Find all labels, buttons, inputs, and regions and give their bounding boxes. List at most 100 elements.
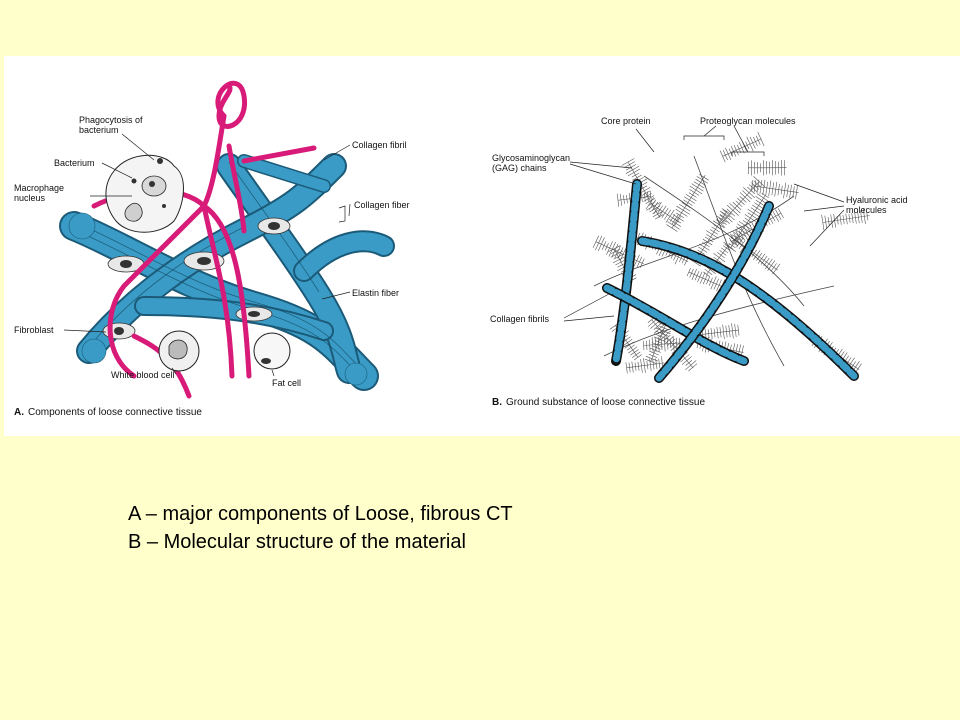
gag-chain bbox=[649, 199, 656, 210]
gag-chain bbox=[652, 209, 660, 214]
proteoglycan-core bbox=[627, 161, 660, 218]
gag-chain bbox=[672, 335, 675, 351]
gag-chain bbox=[732, 201, 742, 210]
gag-chain bbox=[734, 323, 737, 338]
macrophage bbox=[105, 154, 184, 233]
gag-chain bbox=[625, 164, 637, 171]
gag-chain bbox=[659, 325, 670, 331]
gag-chain bbox=[833, 213, 836, 228]
gag-chain bbox=[663, 336, 666, 352]
gag-chain bbox=[652, 345, 661, 350]
label-macrophage-line2: nucleus bbox=[14, 193, 46, 203]
gag-chain bbox=[643, 193, 652, 199]
gag-chain bbox=[657, 336, 660, 353]
gag-chain bbox=[848, 214, 851, 223]
gag-chain bbox=[666, 224, 678, 232]
gag-chain bbox=[672, 214, 684, 222]
gag-chain bbox=[669, 219, 682, 227]
gag-chain bbox=[645, 197, 655, 210]
gag-chain bbox=[631, 172, 640, 178]
gag-chain bbox=[649, 190, 652, 203]
gag-chain bbox=[654, 340, 663, 344]
gag-chain bbox=[675, 212, 684, 218]
label-hyaluronic-line1: Hyaluronic acid bbox=[846, 195, 908, 205]
gag-chain bbox=[730, 145, 737, 157]
caption-line-a: A – major components of Loose, fibrous C… bbox=[128, 503, 513, 525]
gag-chain bbox=[641, 192, 643, 202]
label-proteoglycan: Proteoglycan molecules bbox=[700, 116, 796, 126]
gag-chain bbox=[772, 263, 781, 275]
gag-chain bbox=[723, 245, 730, 251]
gag-chain bbox=[636, 256, 643, 267]
gag-chain bbox=[699, 174, 709, 181]
gag-chain bbox=[644, 358, 657, 365]
gag-chain bbox=[750, 180, 754, 192]
gag-chain bbox=[751, 249, 757, 257]
gag-chain bbox=[606, 241, 613, 255]
gag-chain bbox=[860, 210, 863, 223]
gag-chain bbox=[722, 150, 728, 161]
gag-chain bbox=[706, 230, 719, 239]
gag-chain bbox=[821, 214, 825, 231]
gag-chain bbox=[619, 247, 627, 262]
gag-chain bbox=[663, 334, 671, 341]
gag-chain bbox=[655, 330, 669, 337]
gag-chain bbox=[664, 209, 672, 220]
gag-chain bbox=[748, 184, 758, 193]
gag-chain bbox=[695, 178, 707, 186]
panel-b-caption-text: Ground substance of loose connective tis… bbox=[506, 397, 705, 408]
gag-chain bbox=[617, 247, 624, 259]
gag-chain bbox=[760, 255, 768, 265]
gag-chain bbox=[709, 229, 718, 235]
gag-chain bbox=[653, 201, 662, 215]
gag-chain bbox=[652, 211, 663, 218]
gag-chain bbox=[716, 326, 719, 339]
proteoglycan-core bbox=[693, 329, 739, 336]
gag-chain bbox=[694, 270, 700, 281]
label-bacterium: Bacterium bbox=[54, 158, 95, 168]
gag-chain bbox=[619, 193, 622, 206]
gag-chain bbox=[780, 185, 783, 195]
gag-chain bbox=[839, 214, 842, 225]
label-fat-cell: Fat cell bbox=[272, 378, 301, 388]
gag-chain bbox=[626, 195, 628, 204]
gag-chain bbox=[770, 263, 777, 272]
gag-chain bbox=[755, 135, 761, 145]
gag-chain bbox=[703, 271, 711, 278]
gag-chain bbox=[671, 214, 679, 225]
gag-chain bbox=[746, 136, 754, 152]
gag-chain bbox=[710, 276, 717, 290]
gag-chain bbox=[691, 268, 697, 281]
gag-chain bbox=[592, 235, 599, 248]
gag-chain bbox=[624, 161, 635, 168]
gag-chain bbox=[721, 247, 729, 254]
gag-chain bbox=[627, 344, 635, 351]
gag-chain bbox=[745, 141, 750, 149]
gag-chain bbox=[721, 211, 733, 223]
elastin-fibers bbox=[91, 80, 317, 399]
gag-chain bbox=[729, 203, 741, 214]
gag-chain bbox=[670, 342, 680, 351]
gag-chain bbox=[689, 189, 700, 196]
gag-chain bbox=[762, 179, 766, 196]
gag-chain bbox=[710, 328, 713, 339]
gag-chain bbox=[722, 209, 735, 221]
gag-chain bbox=[734, 229, 746, 237]
gag-chain bbox=[631, 351, 641, 358]
slide-caption: A – major components of Loose, fibrous C… bbox=[128, 500, 513, 556]
proteoglycan-core bbox=[822, 215, 870, 223]
panel-a-leaders bbox=[63, 133, 351, 377]
gag-chain bbox=[772, 210, 780, 222]
gag-chain bbox=[632, 174, 642, 181]
gag-chain bbox=[732, 231, 745, 240]
gag-chain bbox=[728, 325, 731, 338]
gag-chain bbox=[613, 254, 624, 260]
gag-chain bbox=[725, 147, 732, 160]
proteoglycan-core bbox=[720, 181, 760, 224]
gag-chain bbox=[649, 358, 652, 371]
label-collagen-fiber: Collagen fiber bbox=[354, 200, 410, 210]
gag-chain bbox=[667, 221, 680, 230]
gag-chain bbox=[693, 181, 705, 189]
gag-chain bbox=[723, 241, 734, 250]
label-core-protein: Core protein bbox=[601, 116, 651, 126]
